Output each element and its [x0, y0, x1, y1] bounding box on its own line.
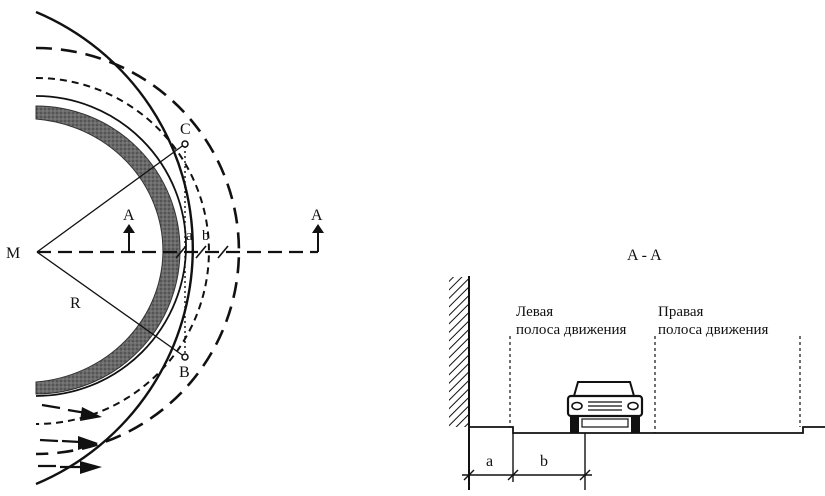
section-mark-left-label: A	[123, 207, 135, 224]
right-lane-label-line1: Правая	[658, 304, 704, 320]
traffic-arrow-line	[41, 403, 61, 410]
traffic-arrows	[38, 403, 102, 474]
width-b-label: b	[202, 228, 210, 244]
section-view: A - A Левая полоса движения Правая полос…	[449, 247, 825, 490]
radius-line-c	[36, 143, 186, 253]
road-surface	[469, 426, 825, 434]
radius-label: R	[70, 295, 81, 312]
traffic-arrow-head	[80, 461, 102, 474]
left-lane-label-line2: полоса движения	[516, 322, 627, 338]
right-lane-label-line2: полоса движения	[658, 322, 769, 338]
section-arrow-right	[312, 224, 324, 252]
center-label: M	[6, 245, 20, 262]
dimension-a-label: a	[486, 453, 493, 470]
radius-line-b	[36, 251, 186, 358]
dimension-b-label: b	[540, 453, 548, 470]
wall-hatch	[449, 277, 469, 427]
curb-wall	[35, 105, 181, 395]
width-a-label: a	[186, 228, 193, 244]
point-c-marker	[181, 140, 189, 148]
outer-dashed-line	[35, 46, 241, 456]
point-b-marker	[181, 353, 189, 361]
left-lane-label-line1: Левая	[516, 304, 553, 320]
traffic-arrow-head	[80, 407, 102, 421]
point-b-label: B	[179, 364, 190, 381]
section-title: A - A	[627, 247, 662, 264]
point-c-label: C	[180, 121, 191, 138]
plan-view: M R C B a b A A	[6, 10, 324, 486]
section-arrow-left	[123, 224, 135, 252]
inner-dashed-line	[35, 77, 210, 425]
section-dimensions	[462, 433, 592, 490]
width-dimension-marks	[175, 245, 229, 259]
car-icon	[566, 381, 644, 433]
section-mark-right-label: A	[311, 207, 323, 224]
